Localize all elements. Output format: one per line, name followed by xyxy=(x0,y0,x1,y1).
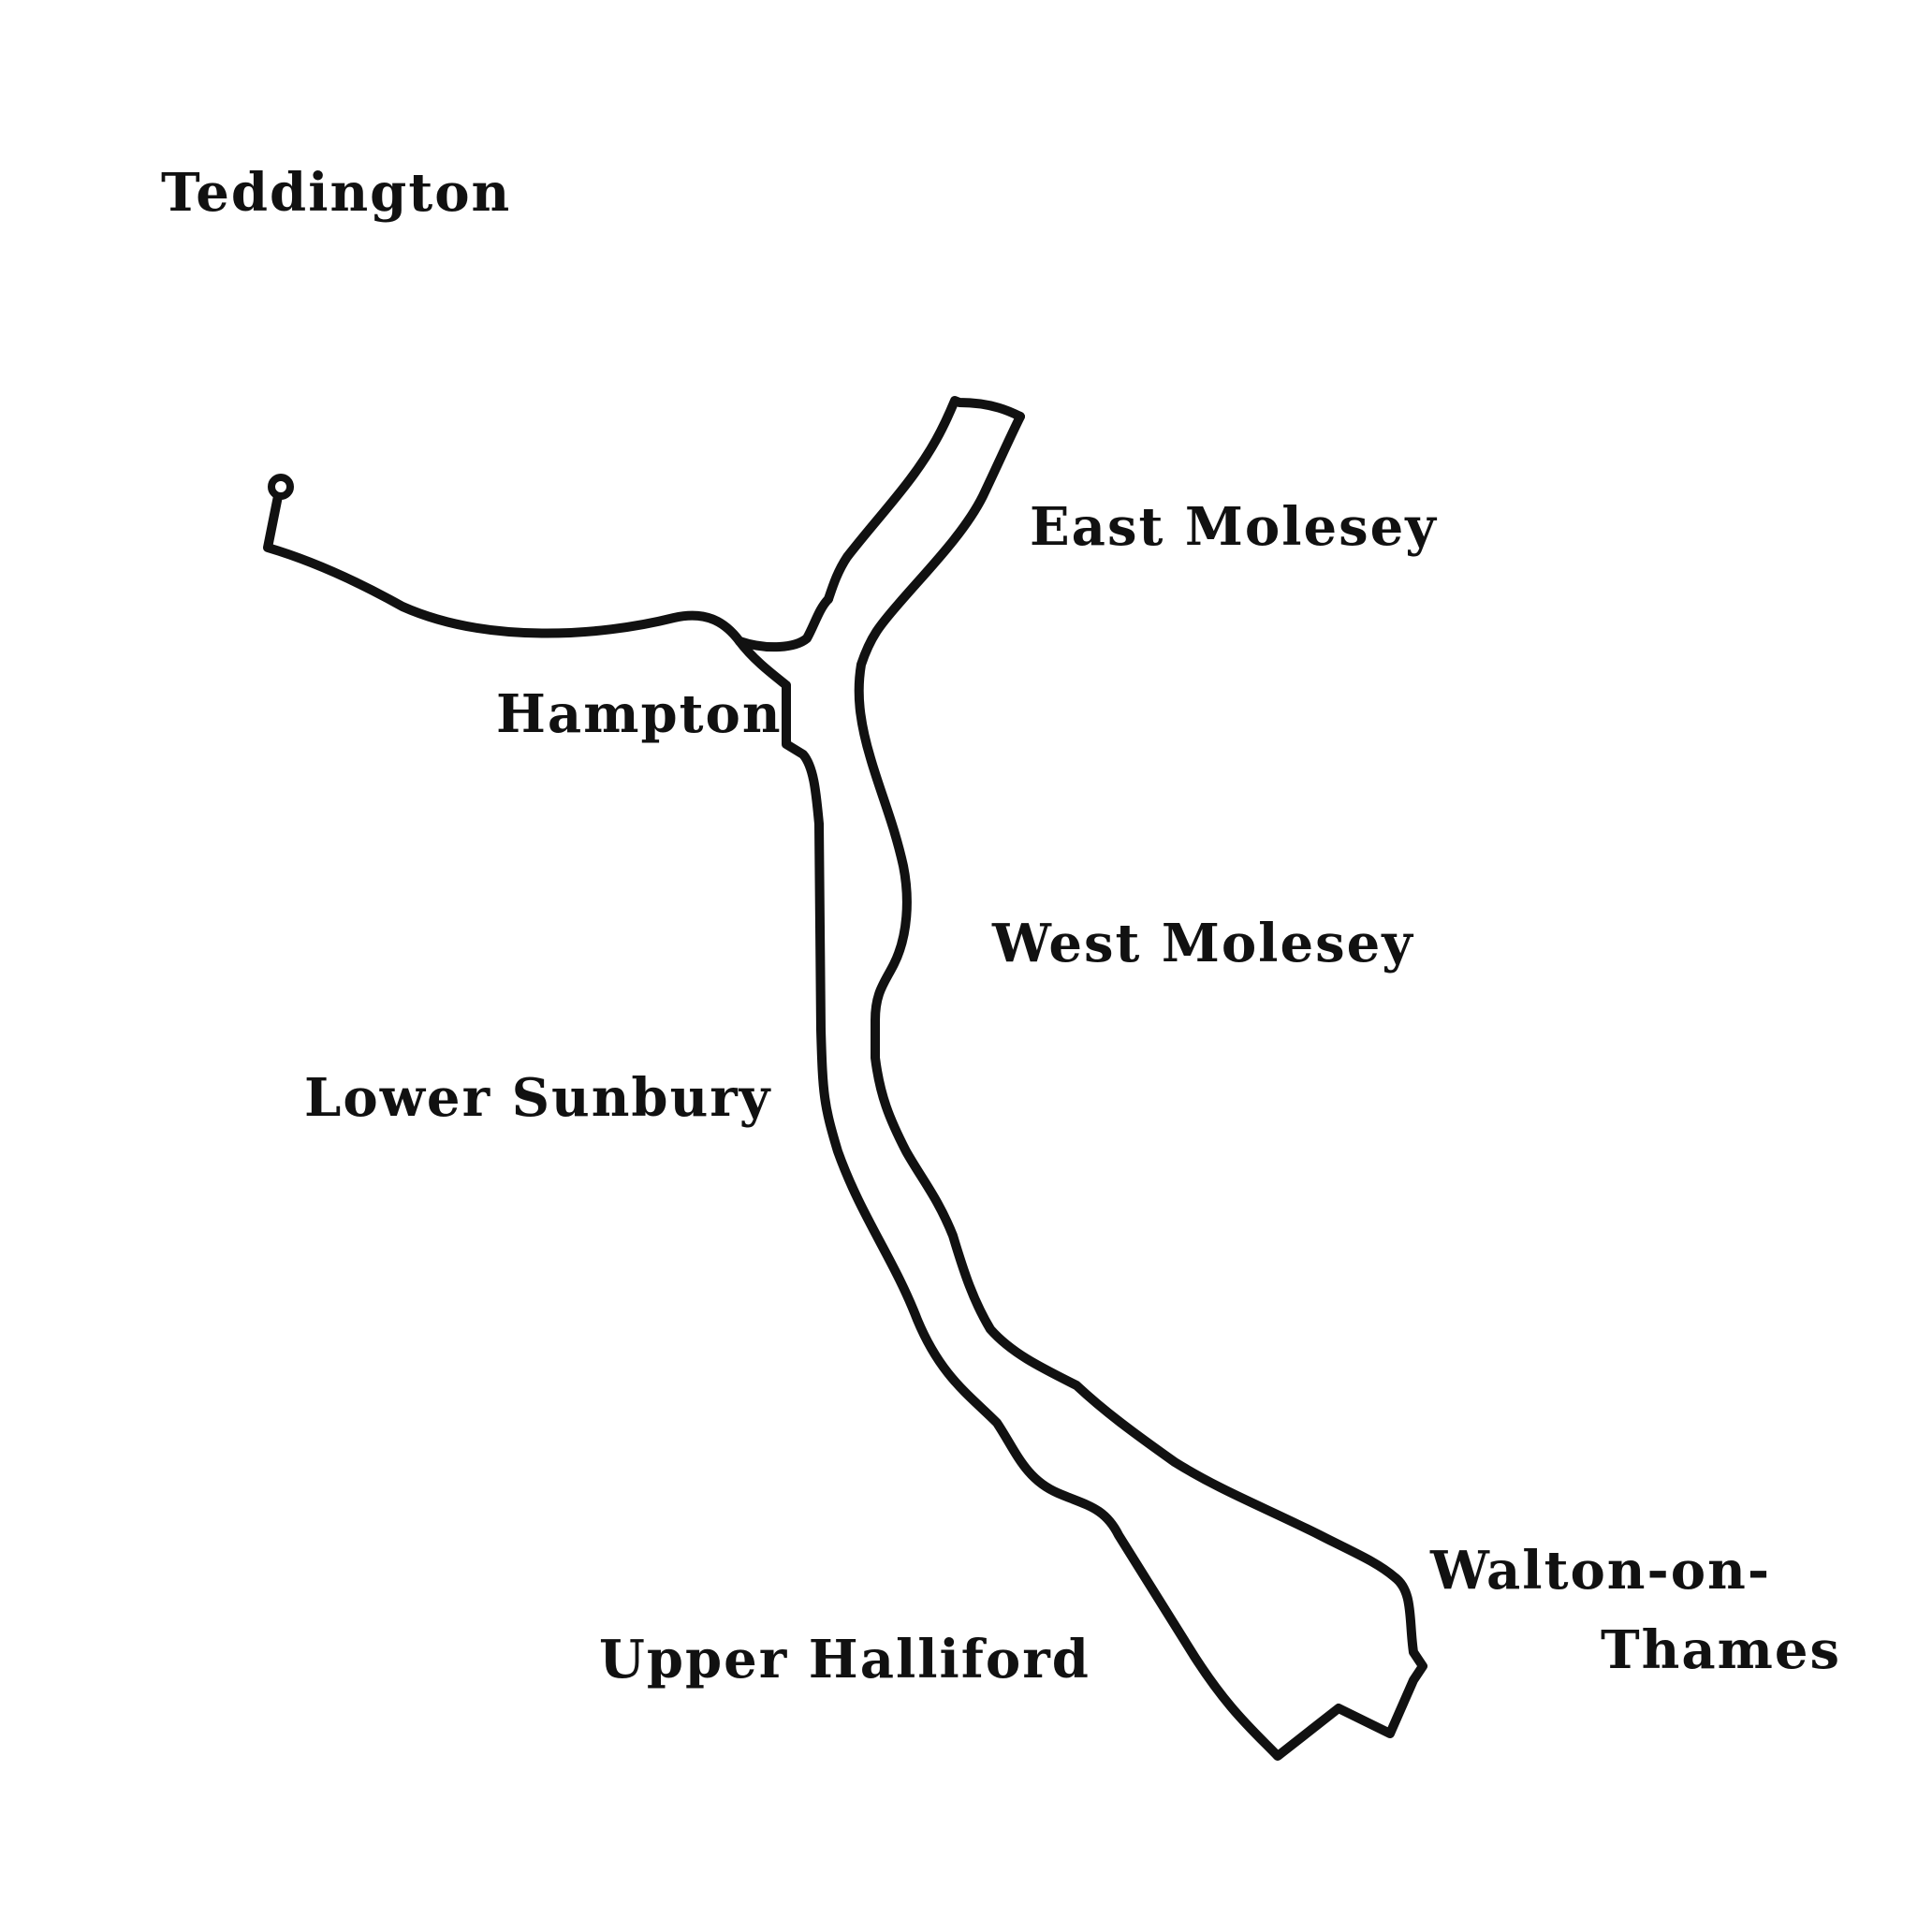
canal-start-marker xyxy=(268,474,294,500)
place-label-upper-halliford: Upper Halliford xyxy=(599,1629,1090,1690)
canal-junction xyxy=(735,594,833,652)
place-label-hampton: Hampton xyxy=(496,683,783,745)
river-north-tip xyxy=(824,396,1025,604)
place-label-walton-on-thames-line1: Walton-on- xyxy=(1430,1540,1772,1602)
place-label-west-molesey: West Molesey xyxy=(992,913,1414,974)
place-label-walton-on-thames-line2: Thames xyxy=(1601,1619,1842,1681)
canal-line xyxy=(263,487,744,646)
place-label-east-molesey: East Molesey xyxy=(1030,496,1438,558)
river-west-bank xyxy=(735,412,1427,1761)
place-label-teddington: Teddington xyxy=(161,162,512,224)
place-label-lower-sunbury: Lower Sunbury xyxy=(304,1067,772,1129)
